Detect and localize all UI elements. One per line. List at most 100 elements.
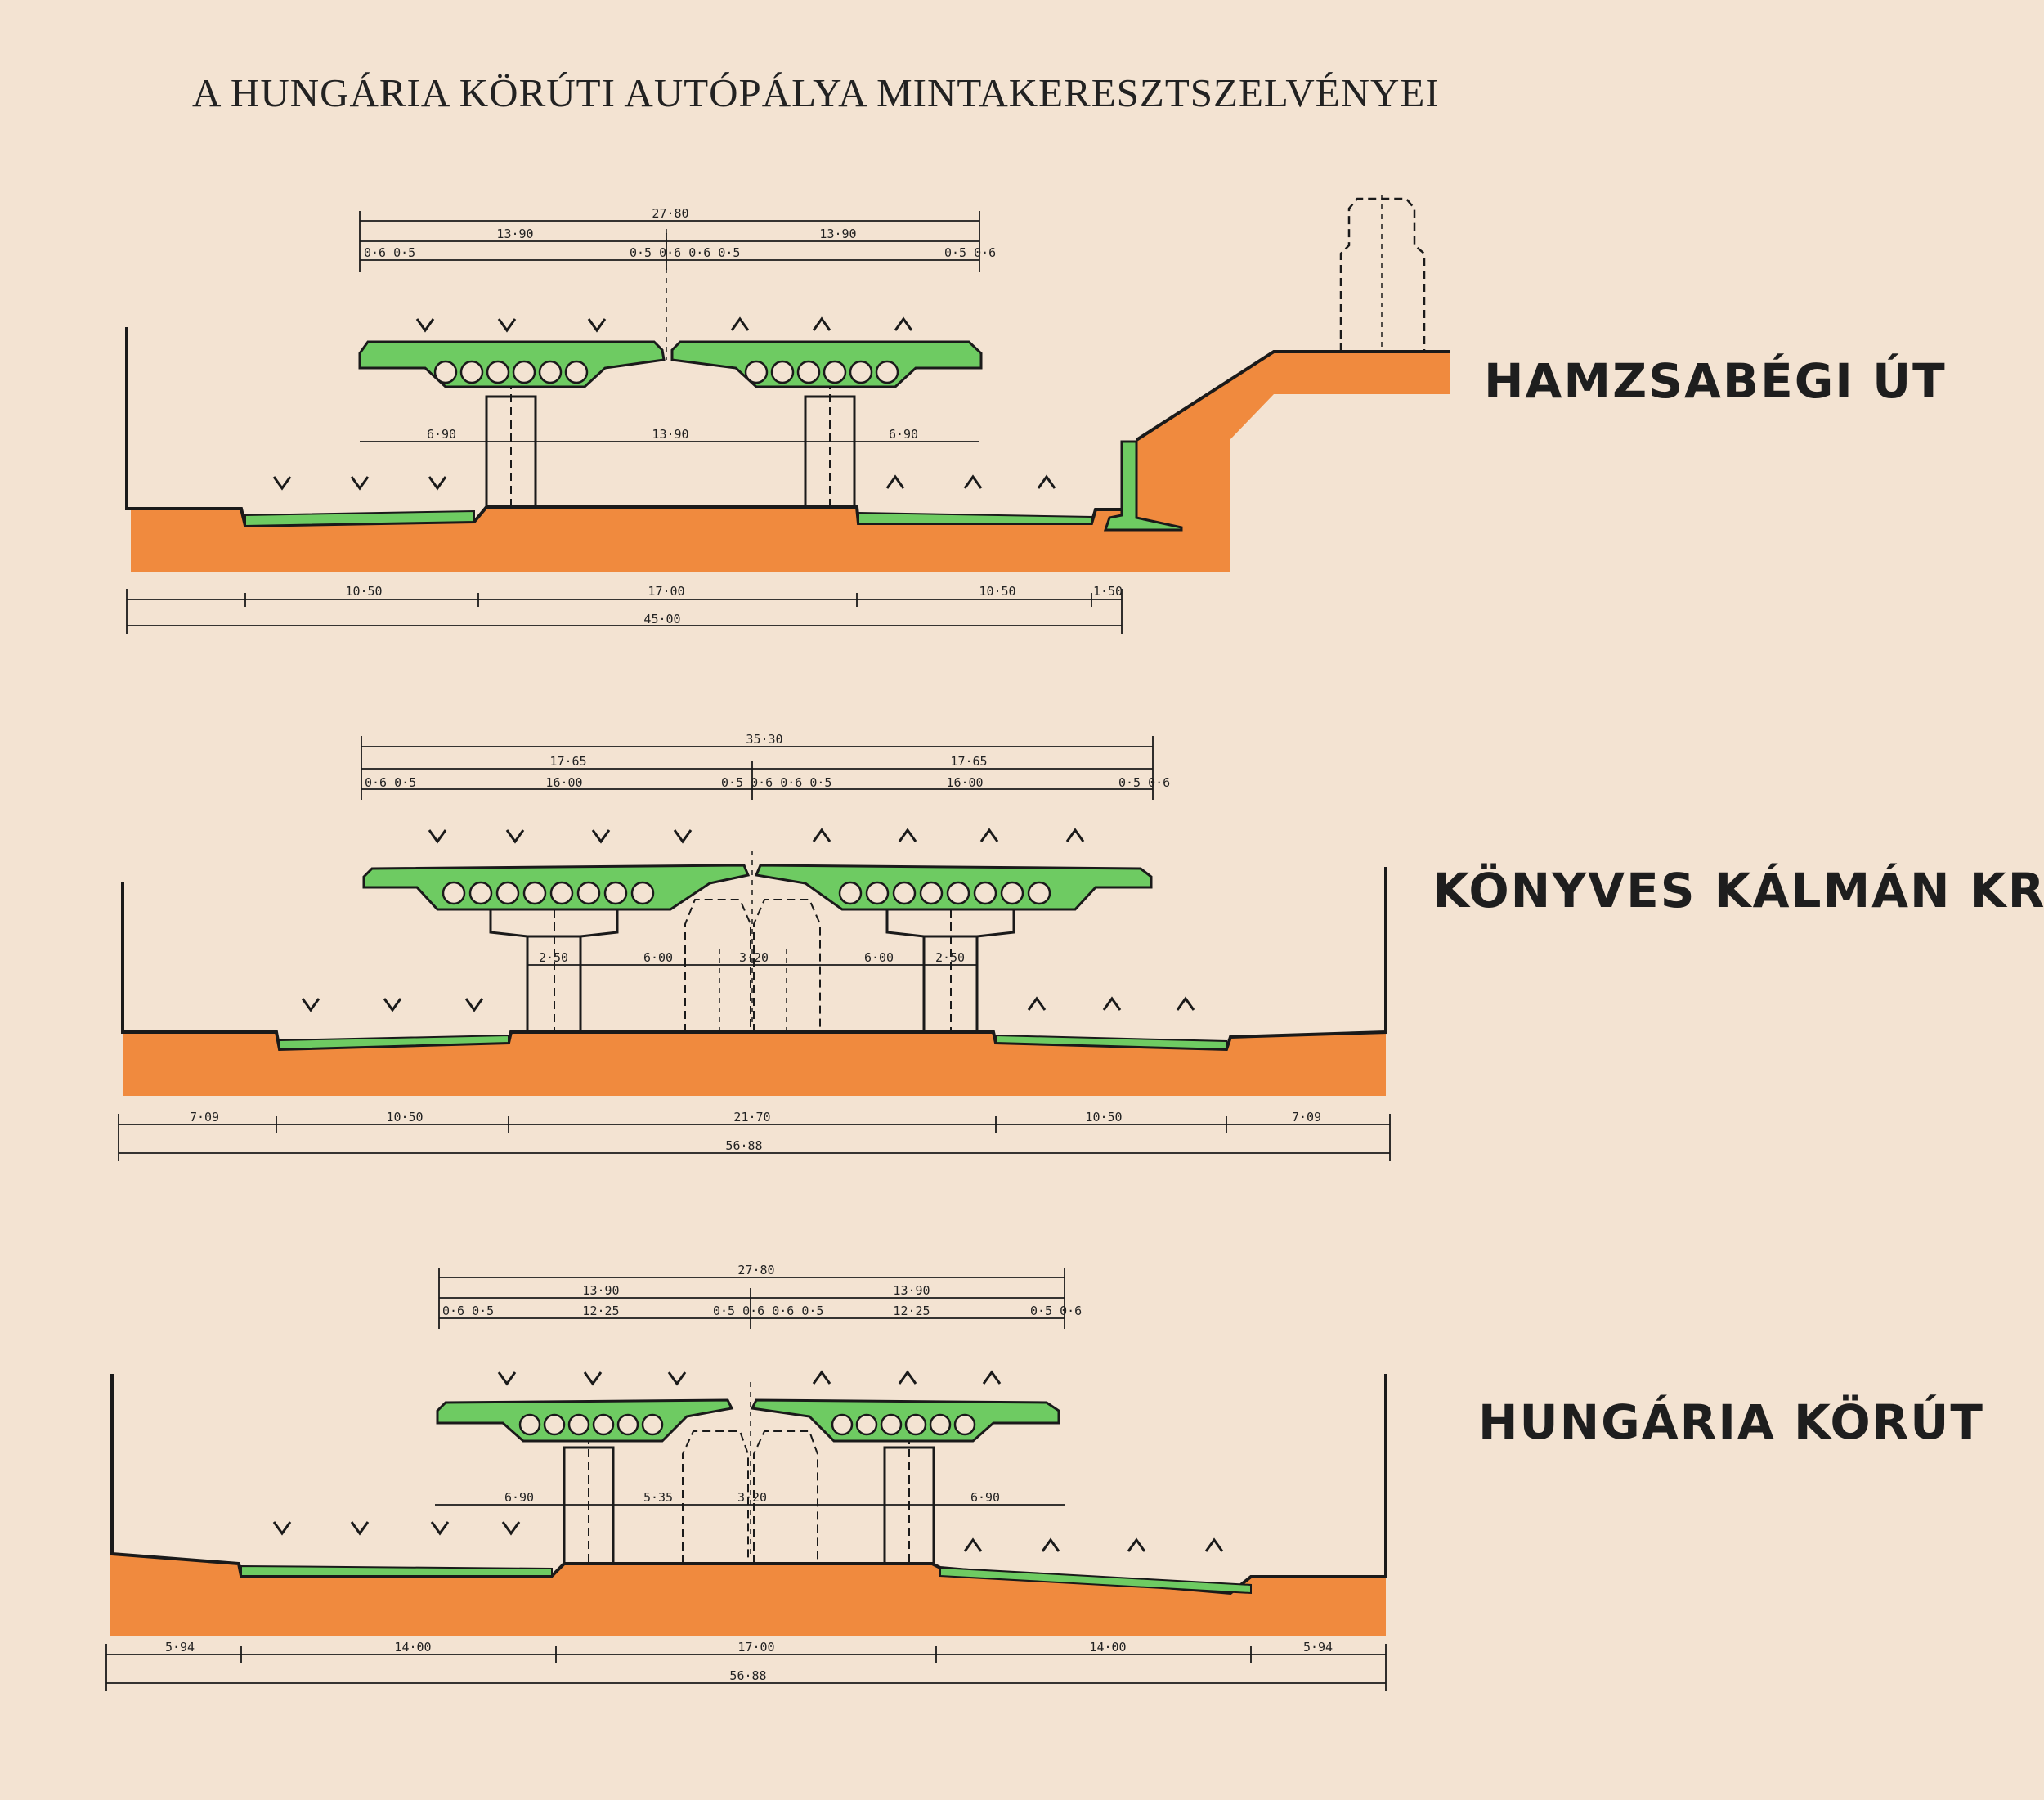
svg-text:10·50: 10·50 xyxy=(1085,1110,1122,1124)
truck-outline xyxy=(753,899,821,1033)
svg-text:5·94: 5·94 xyxy=(1303,1640,1333,1654)
deck-void xyxy=(744,360,769,384)
svg-text:6·90: 6·90 xyxy=(889,427,918,442)
deck-void xyxy=(518,1413,541,1436)
deck-void xyxy=(946,881,970,905)
deck-void xyxy=(865,881,890,905)
svg-text:0·5 0·6 0·6 0·5: 0·5 0·6 0·6 0·5 xyxy=(721,775,831,790)
svg-text:0·5 0·6 0·6 0·5: 0·5 0·6 0·6 0·5 xyxy=(713,1304,823,1318)
deck-void xyxy=(549,881,574,905)
deck-void xyxy=(770,360,795,384)
deck-void xyxy=(880,1413,903,1436)
deck-void xyxy=(929,1413,952,1436)
deck-void xyxy=(495,881,520,905)
svg-text:0·5 0·6: 0·5 0·6 xyxy=(1030,1304,1082,1318)
section-konyves-kalman: 35·30 17·65 17·65 16·00 16·00 0·6 0·5 0·… xyxy=(118,732,1391,1161)
svg-text:0·6 0·5: 0·6 0·5 xyxy=(365,775,416,790)
svg-text:13·90: 13·90 xyxy=(582,1283,619,1298)
deck-void xyxy=(831,1413,854,1436)
svg-text:13·90: 13·90 xyxy=(893,1283,930,1298)
svg-text:35·30: 35·30 xyxy=(746,732,782,747)
svg-text:6·90: 6·90 xyxy=(970,1490,1000,1505)
section-hamzsabegi: 27·80 13·90 13·90 0·6 0·5 0·5 0·6 0·6 0·… xyxy=(125,195,1450,634)
road-surface-left xyxy=(279,1034,509,1051)
svg-text:7·09: 7·09 xyxy=(1292,1110,1321,1124)
ground-fill xyxy=(123,1032,1386,1096)
svg-text:7·09: 7·09 xyxy=(190,1110,219,1124)
svg-text:12·25: 12·25 xyxy=(582,1304,619,1318)
svg-text:14·00: 14·00 xyxy=(1089,1640,1126,1654)
deck-void xyxy=(892,881,917,905)
deck-void xyxy=(512,360,536,384)
ground-outline xyxy=(110,1374,1387,1596)
svg-text:6·00: 6·00 xyxy=(643,950,673,965)
svg-text:12·25: 12·25 xyxy=(893,1304,930,1318)
deck-void xyxy=(538,360,563,384)
ground-outline xyxy=(121,867,1387,1052)
svg-text:0·5 0·6: 0·5 0·6 xyxy=(1118,775,1170,790)
svg-text:0·5 0·6 0·6 0·5: 0·5 0·6 0·6 0·5 xyxy=(630,245,740,260)
svg-text:0·6 0·5: 0·6 0·5 xyxy=(442,1304,494,1318)
svg-text:14·00: 14·00 xyxy=(394,1640,431,1654)
deck-void xyxy=(796,360,821,384)
deck-void xyxy=(1027,881,1051,905)
svg-text:10·50: 10·50 xyxy=(345,584,382,599)
deck-void xyxy=(543,1413,566,1436)
deck-void xyxy=(875,360,899,384)
pillar-right xyxy=(883,1446,935,1565)
pillar-left xyxy=(563,1446,615,1565)
svg-text:10·50: 10·50 xyxy=(979,584,1015,599)
deck-void xyxy=(433,360,458,384)
deck-left xyxy=(358,340,666,388)
deck-void xyxy=(630,881,655,905)
deck-void xyxy=(468,881,493,905)
road-surface-left xyxy=(240,1564,553,1577)
embankment-fill xyxy=(1136,352,1450,572)
svg-text:56·88: 56·88 xyxy=(729,1668,766,1683)
svg-text:45·00: 45·00 xyxy=(643,612,680,626)
deck-void xyxy=(849,360,873,384)
deck-right xyxy=(750,1398,1060,1443)
svg-text:16·00: 16·00 xyxy=(946,775,983,790)
svg-text:6·90: 6·90 xyxy=(504,1490,534,1505)
svg-text:17·65: 17·65 xyxy=(950,754,987,769)
svg-text:3·20: 3·20 xyxy=(737,1490,767,1505)
truck-outline xyxy=(682,1430,749,1564)
svg-text:21·70: 21·70 xyxy=(733,1110,770,1124)
section-label-hungaria: HUNGÁRIA KÖRÚT xyxy=(1478,1394,1984,1450)
deck-void xyxy=(823,360,847,384)
deck-void xyxy=(603,881,628,905)
truck-outline xyxy=(684,899,751,1033)
deck-void xyxy=(973,881,997,905)
truck-outline xyxy=(1339,197,1426,352)
deck-void xyxy=(1000,881,1024,905)
deck-void xyxy=(522,881,547,905)
svg-text:13·90: 13·90 xyxy=(496,227,533,241)
svg-text:16·00: 16·00 xyxy=(545,775,582,790)
svg-text:2·50: 2·50 xyxy=(539,950,568,965)
svg-text:0·5 0·6: 0·5 0·6 xyxy=(944,245,996,260)
section-label-hamzsabegi: HAMZSABÉGI ÚT xyxy=(1484,353,1947,409)
road-surface-right xyxy=(858,511,1092,524)
svg-text:5·35: 5·35 xyxy=(643,1490,673,1505)
svg-text:13·90: 13·90 xyxy=(819,227,856,241)
deck-void xyxy=(486,360,510,384)
road-surface-right xyxy=(939,1566,1252,1595)
svg-text:13·90: 13·90 xyxy=(652,427,688,442)
truck-outline xyxy=(753,1430,818,1564)
deck-void xyxy=(855,1413,878,1436)
deck-void xyxy=(616,1413,639,1436)
embankment-outline xyxy=(1135,350,1450,442)
svg-text:2·50: 2·50 xyxy=(935,950,965,965)
retaining-wall xyxy=(1103,440,1183,532)
svg-text:10·50: 10·50 xyxy=(386,1110,423,1124)
deck-void xyxy=(564,360,589,384)
svg-text:56·88: 56·88 xyxy=(725,1138,762,1153)
deck-void xyxy=(641,1413,664,1436)
deck-void xyxy=(953,1413,976,1436)
deck-void xyxy=(904,1413,927,1436)
svg-text:1·50: 1·50 xyxy=(1093,584,1123,599)
svg-text:17·65: 17·65 xyxy=(549,754,586,769)
deck-void xyxy=(442,881,466,905)
deck-void xyxy=(592,1413,615,1436)
